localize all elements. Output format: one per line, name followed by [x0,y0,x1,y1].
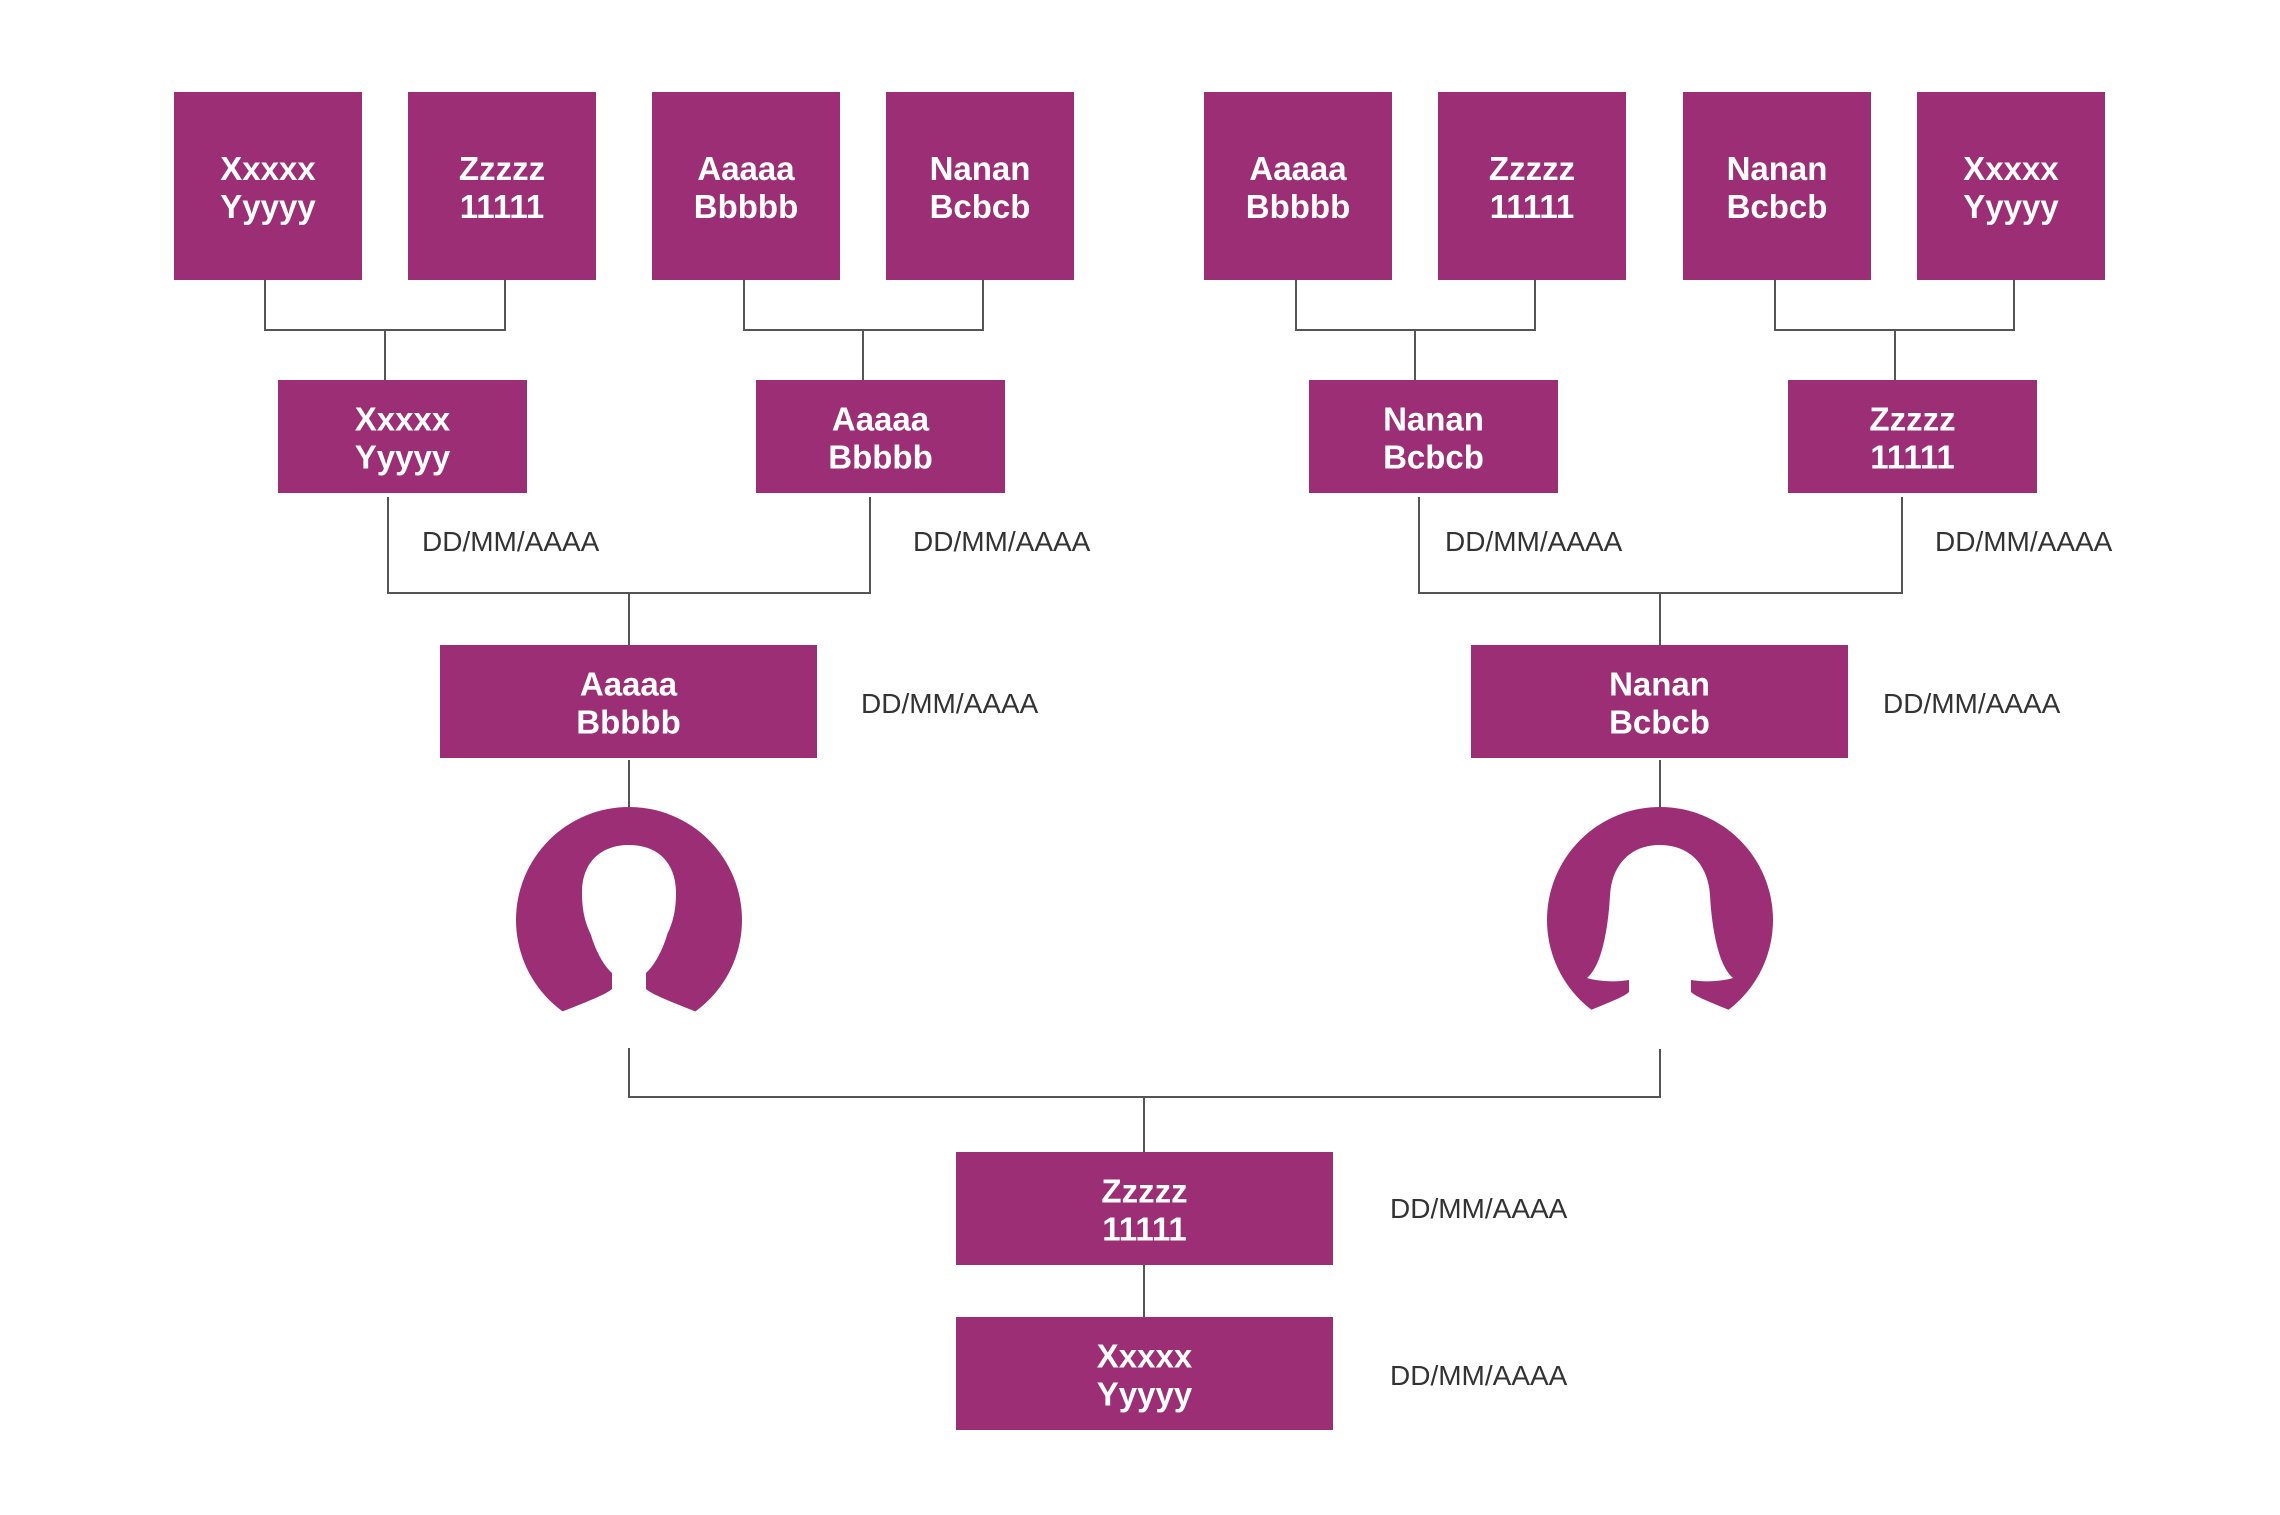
great-grandparent-4-box [886,92,1074,280]
great-grandparent-7-box [1683,92,1871,280]
grandparent-1-box [278,380,527,493]
male-avatar [516,807,742,1048]
great-grandparent-8-box [1917,92,2105,280]
grandparent-2-box [756,380,1005,493]
connector-ggp-pair-3 [1295,280,1536,380]
parent-2-line2: Bcbcb [1609,704,1710,741]
great-grandparent-4-line1: Nanan [930,150,1031,187]
grandparent-1-line1: Xxxxx [355,401,451,438]
great-grandparent-7-line2: Bcbcb [1727,188,1828,225]
great-grandparent-5-line2: Bbbbb [1246,188,1350,225]
grandparent-4-date: DD/MM/AAAA [1935,526,2113,557]
great-grandparent-6-line1: Zzzzz [1489,150,1575,187]
child-line2: 11111 [1102,1211,1186,1248]
parent-1-line2: Bbbbb [576,704,680,741]
great-grandparent-6-box [1438,92,1626,280]
great-grandparent-5-box [1204,92,1392,280]
child-box [956,1152,1333,1265]
parent-2-box [1471,645,1848,758]
grandchild-date: DD/MM/AAAA [1390,1360,1568,1391]
grandparent-2-line1: Aaaaa [832,401,930,438]
great-grandparent-3-line1: Aaaaa [697,150,795,187]
great-grandparent-7-line1: Nanan [1727,150,1828,187]
grandchild-line2: Yyyyy [1097,1376,1193,1413]
connector-avatars-child [628,1032,1661,1152]
grandparent-2-date: DD/MM/AAAA [913,526,1091,557]
parent-1-box [440,645,817,758]
great-grandparent-1-box [174,92,362,280]
grandparent-3-box [1309,380,1558,493]
grandparent-1-line2: Yyyyy [355,439,451,476]
grandchild-box [956,1317,1333,1430]
child-line1: Zzzzz [1101,1173,1187,1210]
great-grandparent-1-line2: Yyyyy [220,188,316,225]
grandparent-4-line2: 11111 [1870,439,1954,476]
female-avatar-icon [1552,845,1768,1049]
great-grandparent-6-line2: 11111 [1490,188,1574,225]
connector-lines [264,280,2015,1317]
connector-ggp-pair-1 [264,280,506,380]
parent-2-line1: Nanan [1609,666,1710,703]
parent-1-date: DD/MM/AAAA [861,688,1039,719]
great-grandparent-5-line1: Aaaaa [1249,150,1347,187]
grandparent-4-box [1788,380,2037,493]
child-date: DD/MM/AAAA [1390,1193,1568,1224]
great-grandparent-3-line2: Bbbbb [694,188,798,225]
great-grandparents-row: XxxxxYyyyyZzzzz11111AaaaaBbbbbNananBcbcb… [174,92,2105,280]
grandchild-line1: Xxxxx [1097,1338,1193,1375]
connector-gp-left [387,497,871,645]
connector-ggp-pair-4 [1774,280,2015,380]
great-grandparent-8-line1: Xxxxx [1963,150,2059,187]
great-grandparent-1-line1: Xxxxx [220,150,316,187]
great-grandparent-2-box [408,92,596,280]
female-avatar [1547,807,1773,1049]
connector-ggp-pair-2 [743,280,984,380]
great-grandparent-8-line2: Yyyyy [1963,188,2059,225]
grandparent-3-date: DD/MM/AAAA [1445,526,1623,557]
grandparent-1-date: DD/MM/AAAA [422,526,600,557]
grandparent-2-line2: Bbbbb [828,439,932,476]
grandparent-3-line2: Bcbcb [1383,439,1484,476]
great-grandparent-4-line2: Bcbcb [930,188,1031,225]
great-grandparent-3-box [652,92,840,280]
male-avatar-icon [529,845,729,1048]
parent-2-date: DD/MM/AAAA [1883,688,2061,719]
connector-gp-right [1418,497,1903,645]
grandparent-3-line1: Nanan [1383,401,1484,438]
great-grandparent-2-line1: Zzzzz [459,150,545,187]
parent-1-line1: Aaaaa [580,666,678,703]
grandparent-4-line1: Zzzzz [1869,401,1955,438]
great-grandparent-2-line2: 11111 [460,188,544,225]
